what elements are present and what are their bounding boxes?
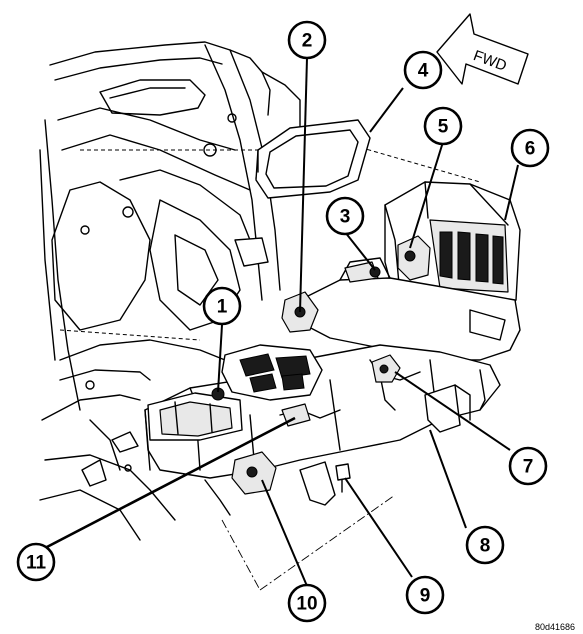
callout-number: 5: [438, 117, 449, 138]
callout-number: 2: [302, 31, 313, 52]
callout-7: 7: [508, 446, 548, 486]
callout-number: 1: [217, 297, 228, 318]
callout-2: 2: [287, 20, 327, 60]
callout-circle: [325, 196, 365, 236]
callout-circle: [510, 128, 550, 168]
callout-number: 9: [420, 586, 431, 607]
callout-number: 7: [523, 457, 534, 478]
callout-circle: [405, 575, 445, 615]
callout-5: 5: [423, 106, 463, 146]
callout-number: 6: [525, 139, 536, 160]
callout-number: 8: [480, 536, 491, 557]
callout-1: 1: [202, 286, 242, 326]
callout-circle: [508, 446, 548, 486]
callout-bubbles: 1 2 3 4 5 6 7 8 9 10 11: [16, 20, 550, 623]
callout-9: 9: [405, 575, 445, 615]
callout-3: 3: [325, 196, 365, 236]
callout-8: 8: [465, 525, 505, 565]
leader-lines: [44, 57, 519, 587]
figure-id: 80d41686: [534, 622, 575, 632]
callout-4: 4: [403, 50, 443, 90]
callout-circle: [403, 50, 443, 90]
callout-number: 11: [26, 553, 47, 574]
callout-number: 10: [296, 594, 317, 615]
hvac-housing: [144, 181, 521, 516]
callout-circle: [465, 525, 505, 565]
callout-circle: [287, 583, 327, 623]
callout-circle: [287, 20, 327, 60]
callout-11: 11: [16, 542, 56, 582]
callout-number: 3: [340, 207, 351, 228]
callout-circle: [202, 286, 242, 326]
callout-number: 4: [418, 61, 429, 82]
callout-10: 10: [287, 583, 327, 623]
air-inlet-seal: [255, 119, 371, 199]
forward-direction-arrow: FWD: [436, 13, 529, 85]
callout-6: 6: [510, 128, 550, 168]
callout-circle: [423, 106, 463, 146]
callout-circle: [16, 542, 56, 582]
